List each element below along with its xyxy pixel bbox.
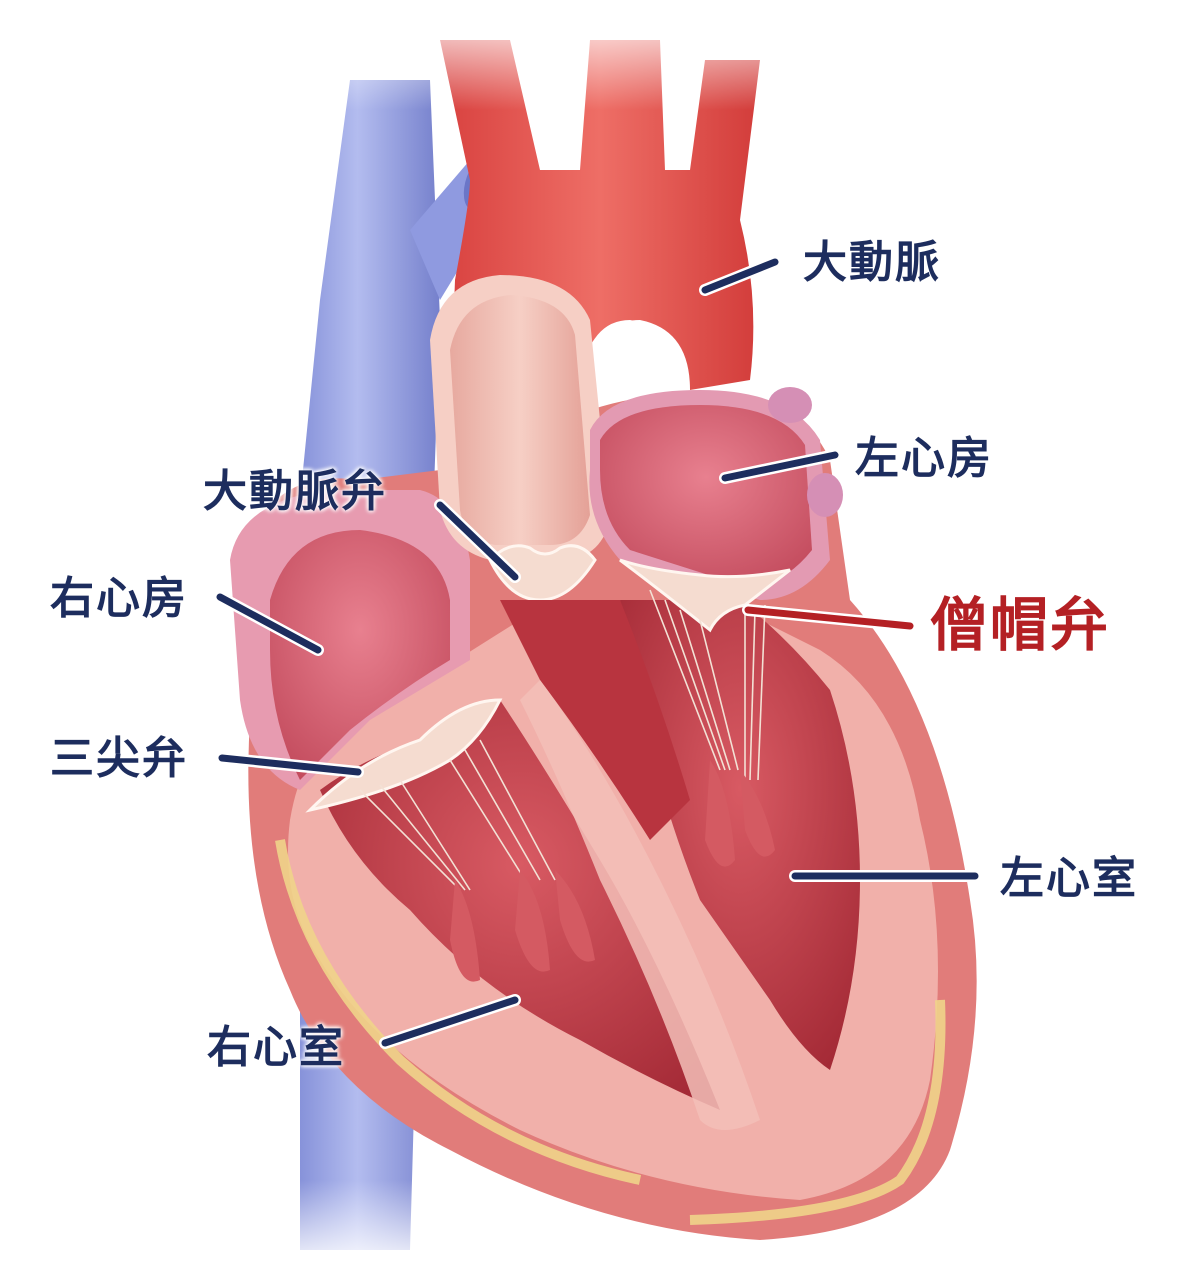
- leader-lines: [214, 256, 981, 1049]
- ascending-aorta-cut: [430, 275, 610, 560]
- leader-line-mitral-valve: [744, 606, 914, 630]
- left-atrium-chamber: [589, 387, 843, 600]
- interventricular-septum: [520, 680, 760, 1130]
- tricuspid-valve-leaflets: [305, 698, 595, 982]
- aortic-valve-leaflets: [488, 544, 597, 602]
- leader-line-aortic-valve: [436, 501, 519, 581]
- mitral-valve-leaflets: [619, 558, 791, 867]
- label-right-atrium: 右心房: [50, 573, 188, 624]
- leader-line-right-atrium: [216, 593, 322, 654]
- label-left-atrium: 左心房: [855, 433, 993, 484]
- leader-line-left-atrium: [721, 451, 839, 482]
- leader-line-right-ventricle: [381, 996, 519, 1047]
- label-mitral-valve: 僧帽弁: [930, 591, 1111, 659]
- right-atrium-chamber: [230, 490, 470, 790]
- label-left-ventricle: 左心室: [1000, 853, 1138, 904]
- leader-line-aorta: [701, 258, 779, 294]
- leader-line-tricuspid-valve: [218, 754, 362, 776]
- label-aorta: 大動脈: [803, 237, 941, 288]
- label-tricuspid-valve: 三尖弁: [50, 733, 188, 784]
- label-aortic-valve: 大動脈弁: [203, 466, 387, 517]
- label-right-ventricle: 右心室: [207, 1022, 345, 1073]
